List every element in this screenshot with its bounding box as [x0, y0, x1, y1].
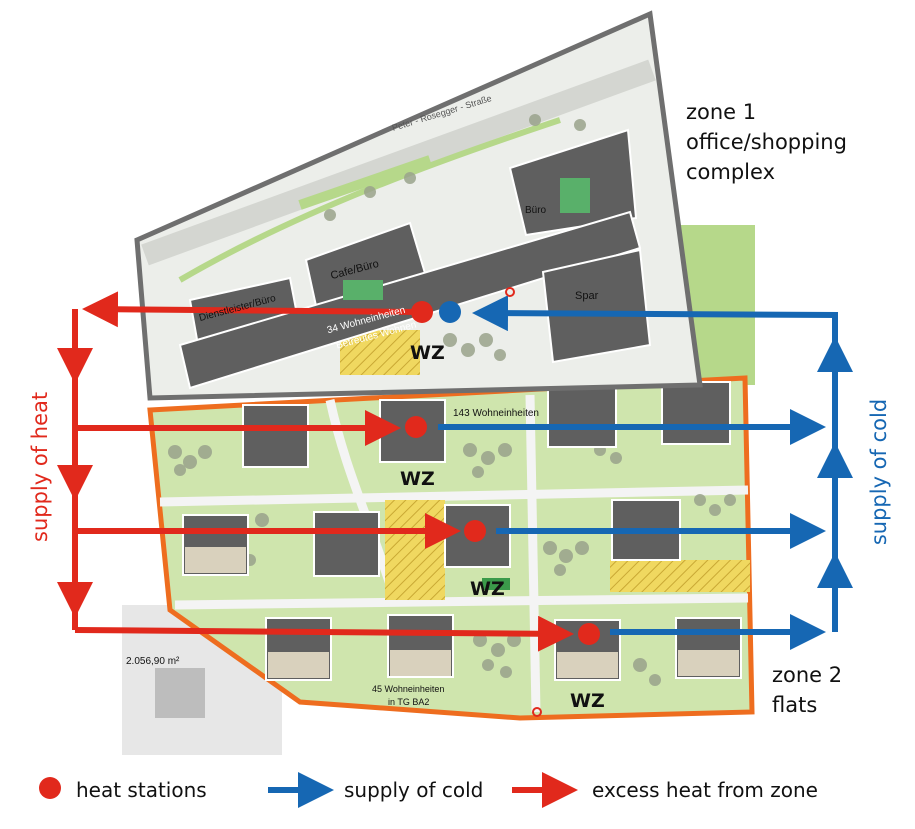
wz-label-3: WZ — [570, 690, 605, 712]
zone1-line2: office/shopping — [686, 130, 847, 154]
wz-label-1: WZ — [400, 468, 435, 490]
hatched-area-2 — [610, 560, 750, 592]
legend-excess-heat: excess heat from zone — [592, 770, 818, 810]
marker-small-2 — [532, 707, 542, 717]
green-roof-buero — [560, 178, 590, 213]
legend: heat stations supply of cold excess heat… — [0, 770, 915, 810]
zone1-line3: complex — [686, 160, 775, 184]
supply-of-cold-label: supply of cold — [867, 398, 891, 546]
legend-heat-stations-text: heat stations — [76, 778, 207, 802]
green-roof-cafe — [343, 280, 383, 300]
marker-small-1 — [505, 287, 515, 297]
legend-supply-cold: supply of cold — [344, 770, 483, 810]
cold-station-zone1 — [439, 301, 461, 323]
zone1-green-strip-2 — [298, 155, 432, 210]
zone1-label: zone 1 office/shopping complex — [686, 97, 847, 187]
parking-block — [155, 668, 205, 718]
zone2-title: zone 2 — [772, 663, 843, 687]
zone1-trees — [324, 114, 586, 361]
green-roof-marker — [482, 578, 510, 590]
heat-station-1 — [405, 416, 427, 438]
heat-station-3 — [578, 623, 600, 645]
building-facades — [185, 547, 739, 678]
legend-supply-cold-text: supply of cold — [344, 778, 484, 802]
spar-label: Spar — [575, 290, 599, 302]
cold-supply-network — [438, 295, 853, 650]
heat-stations — [405, 301, 600, 645]
zone2-line2: flats — [772, 693, 818, 717]
zone2-label: zone 2 flats — [772, 660, 842, 720]
buero-label: Büro — [525, 205, 547, 216]
supply-of-heat-label: supply of heat — [28, 391, 52, 542]
zone1-street — [141, 59, 656, 266]
wohn45-label: 45 Wohneinheiten — [372, 684, 445, 694]
wohn143-label: 143 Wohneinheiten — [453, 408, 539, 419]
zone1-title: zone 1 — [686, 100, 757, 124]
area-label: 2.056,90 m² — [126, 656, 180, 667]
legend-heat-stations: heat stations — [76, 770, 207, 810]
heat-station-2 — [464, 520, 486, 542]
zone1-buildings — [178, 128, 652, 390]
hatched-area-1 — [385, 500, 445, 600]
heat-station-zone1 — [411, 301, 433, 323]
wz-label-2: WZ — [470, 578, 505, 600]
wohn45-sub-label: in TG BA2 — [388, 697, 430, 707]
heat-supply-network — [57, 291, 574, 652]
legend-heat-station-icon — [39, 777, 61, 799]
legend-excess-heat-text: excess heat from zone — [592, 778, 818, 802]
wz-label-zone1: WZ — [410, 342, 445, 364]
